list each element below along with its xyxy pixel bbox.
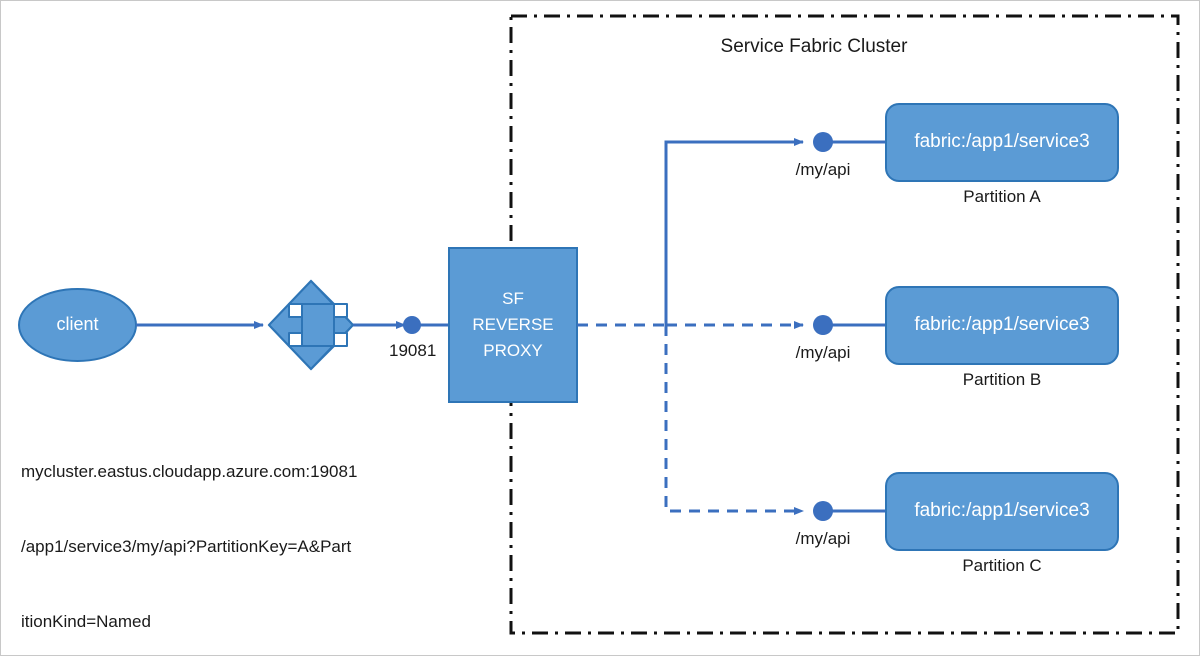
port-label: 19081 <box>389 341 437 360</box>
four-way-arrow-cross <box>301 303 335 347</box>
reverse-proxy-node-shape <box>448 247 578 403</box>
request-url-line2: /app1/service3/my/api?PartitionKey=A&Par… <box>21 537 352 556</box>
service-node-partition-c[interactable] <box>885 472 1119 551</box>
request-url-line1: mycluster.eastus.cloudapp.azure.com:1908… <box>21 462 358 481</box>
request-url-text: mycluster.eastus.cloudapp.azure.com:1908… <box>21 409 461 655</box>
four-way-arrow-cutouts <box>288 303 348 347</box>
endpoint-label-partition-a: /my/api <box>795 160 851 179</box>
route-to-partition-c <box>664 325 804 515</box>
request-url-line3: itionKind=Named <box>21 612 151 631</box>
caption-partition-b: Partition B <box>962 370 1042 389</box>
endpoint-label-partition-b: /my/api <box>795 343 851 362</box>
service-node-partition-a[interactable] <box>885 103 1119 182</box>
caption-partition-a: Partition A <box>963 187 1041 206</box>
caption-partition-c: Partition C <box>962 556 1042 575</box>
client-node-shape <box>18 288 137 362</box>
route-to-partition-a <box>664 138 804 325</box>
endpoint-label-partition-c: /my/api <box>795 529 851 548</box>
service-node-partition-b[interactable] <box>885 286 1119 365</box>
cluster-title: Service Fabric Cluster <box>720 36 908 57</box>
four-way-arrow-center <box>303 305 333 345</box>
endpoint-dot-19081 <box>403 316 421 334</box>
